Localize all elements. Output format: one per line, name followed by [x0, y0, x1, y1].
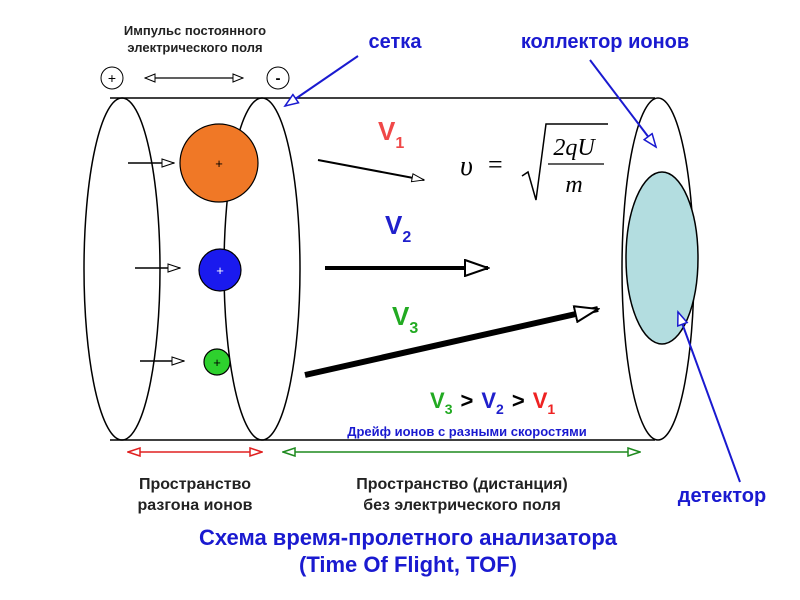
- title-line2: (Time Of Flight, TOF): [299, 552, 517, 577]
- v3-label: V3: [392, 301, 418, 337]
- ion-2: +: [135, 248, 242, 292]
- formula-sqrt-sign: [521, 123, 608, 201]
- ion-3: +: [140, 348, 231, 376]
- free-space-line1: Пространство (дистанция): [356, 476, 567, 493]
- velocity-inequality: V3>V2>V1: [430, 388, 555, 417]
- v2-label: V2: [385, 210, 411, 246]
- formula-lhs: υ: [460, 151, 473, 182]
- formula-denominator: m: [565, 172, 582, 198]
- minus-terminal-label: -: [276, 70, 281, 87]
- tube: [83, 97, 699, 441]
- ion-2-circle: [198, 248, 242, 292]
- plus-terminal: [100, 66, 124, 90]
- formula-numerator: 2qU: [553, 135, 596, 161]
- velocity-formula: υ = 2qU m: [460, 123, 608, 201]
- detector-plate: [625, 171, 699, 345]
- collector-label: коллектор ионов: [521, 31, 689, 53]
- formula-equals: =: [488, 150, 503, 179]
- plus-terminal-label: +: [108, 70, 116, 86]
- ion-3-circle: [203, 348, 231, 376]
- v1-label: V1: [378, 116, 404, 152]
- v3-arrow: [304, 309, 598, 378]
- accel-space-line1: Пространство: [139, 476, 251, 493]
- ion-1: +: [128, 123, 259, 203]
- drift-label: Дрейф ионов с разными скоростями: [347, 424, 587, 439]
- v1-arrow: [317, 159, 424, 180]
- grid-pointer-arrow: [285, 55, 359, 106]
- detector-label: детектор: [678, 485, 766, 507]
- ion-1-sign: +: [215, 156, 223, 171]
- title-line1: Схема время-пролетного анализатора: [199, 525, 618, 550]
- collector-pointer-arrow: [589, 59, 656, 147]
- accel-space-line2: разгона ионов: [138, 497, 253, 514]
- minus-terminal: [266, 66, 290, 90]
- ion-3-sign: +: [213, 355, 221, 370]
- free-space-line2: без электрического поля: [363, 497, 561, 514]
- detector-pointer-arrow: [678, 312, 741, 483]
- pulse-label-line1: Импульс постоянного: [124, 23, 266, 38]
- ion-1-circle: [179, 123, 259, 203]
- grid-label: сетка: [369, 31, 423, 53]
- ion-2-sign: +: [216, 263, 224, 278]
- pulse-label-line2: электрического поля: [127, 40, 262, 55]
- entry-end-ellipse: [83, 97, 161, 441]
